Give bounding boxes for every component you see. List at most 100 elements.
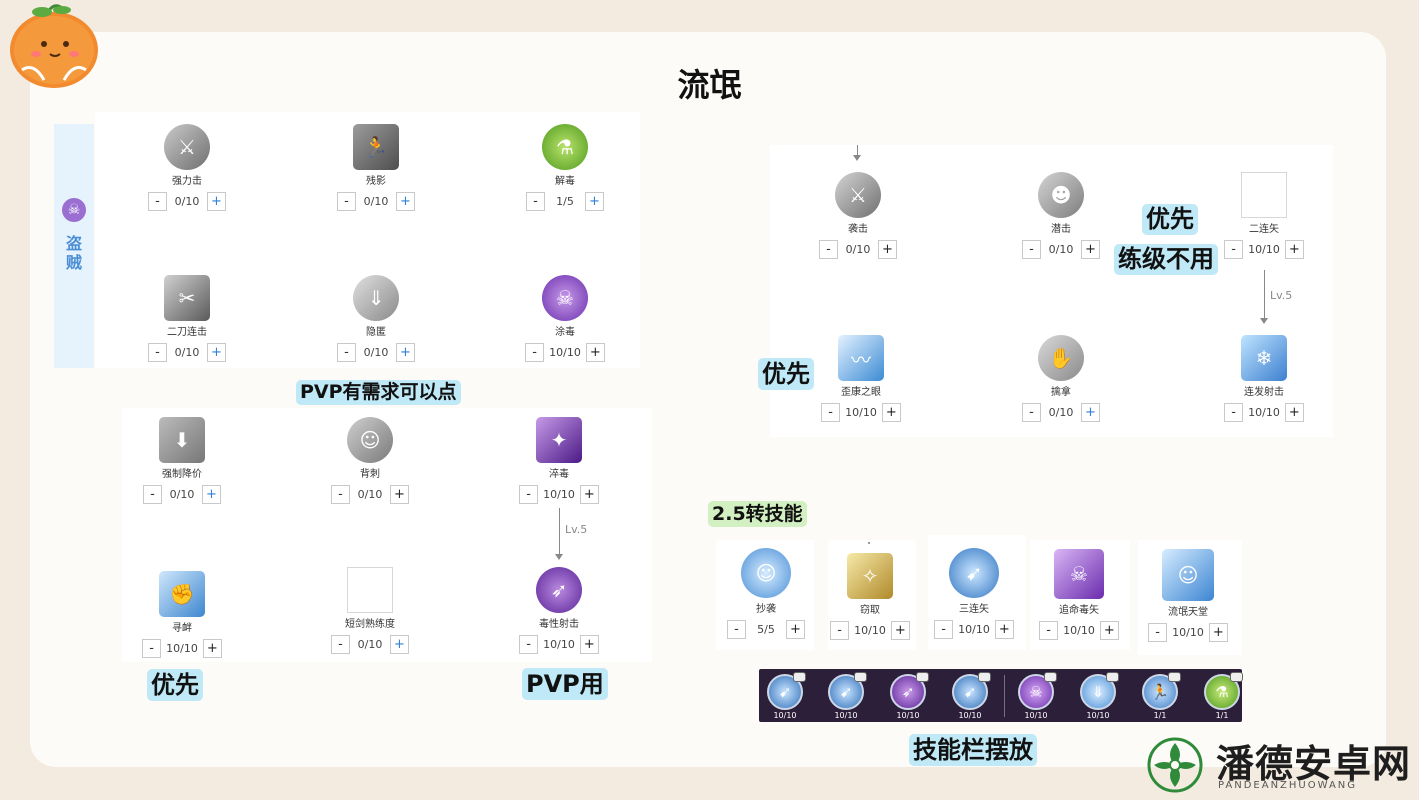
decrease-button[interactable]: - xyxy=(337,192,356,211)
poison-coat-icon[interactable]: ☠ xyxy=(542,275,588,321)
hotbar-slot[interactable]: ⇓ 10/10 xyxy=(1078,672,1119,720)
page-title: 流氓 xyxy=(677,66,742,104)
skill-name: 涂毒 xyxy=(555,327,575,338)
decrease-button[interactable]: - xyxy=(148,192,167,211)
skill-name: 抄袭 xyxy=(756,604,776,615)
steal-icon[interactable]: ✧ xyxy=(847,553,893,599)
increase-button[interactable]: + xyxy=(585,343,605,362)
skill-name: 解毒 xyxy=(555,176,575,187)
price-down-icon[interactable]: ⬇ xyxy=(159,417,205,463)
afterimage-icon[interactable]: 🏃 xyxy=(353,124,399,170)
decrease-button[interactable]: - xyxy=(143,485,162,504)
increase-button[interactable]: + xyxy=(994,620,1014,639)
stealth-icon[interactable]: ⇓ xyxy=(353,275,399,321)
increase-button[interactable]: + xyxy=(1208,623,1228,642)
double-blade-icon[interactable]: ✂ xyxy=(164,275,210,321)
increase-button[interactable]: + xyxy=(878,240,897,259)
decrease-button[interactable]: - xyxy=(519,635,539,654)
increase-button[interactable]: + xyxy=(1099,621,1119,640)
raid-icon[interactable]: ⚔ xyxy=(835,172,881,218)
decrease-button[interactable]: - xyxy=(331,635,350,654)
prerequisite-arrow xyxy=(1260,270,1268,324)
stealth-icon: ⇓ xyxy=(1080,672,1119,710)
hotbar-slot[interactable]: 🏃 1/1 xyxy=(1140,672,1181,720)
decrease-button[interactable]: - xyxy=(1224,240,1244,259)
skill-level-stepper: - 1/5 + xyxy=(505,192,625,211)
decrease-button[interactable]: - xyxy=(727,620,746,639)
decrease-button[interactable]: - xyxy=(526,192,545,211)
hotbar-slot[interactable]: ➶ 10/10 xyxy=(888,672,929,720)
hotbar-divider xyxy=(1004,675,1005,717)
skill-level-stepper: - 10/10 + xyxy=(499,635,619,654)
envenom-icon[interactable]: ✦ xyxy=(536,417,582,463)
decrease-button[interactable]: - xyxy=(819,240,838,259)
decrease-button[interactable]: - xyxy=(1022,240,1041,259)
sneak-attack-icon[interactable]: ☻ xyxy=(1038,172,1084,218)
toxic-shot-icon[interactable]: ➶ xyxy=(536,567,582,613)
eye-slash-icon[interactable]: 〰 xyxy=(838,335,884,381)
increase-button[interactable]: + xyxy=(579,635,599,654)
decrease-button[interactable]: - xyxy=(821,403,841,422)
capture-icon[interactable]: ✋ xyxy=(1038,335,1084,381)
increase-button[interactable]: + xyxy=(579,485,599,504)
decrease-button[interactable]: - xyxy=(1039,621,1059,640)
increase-button[interactable]: + xyxy=(390,485,409,504)
skill-level-stepper: - 10/10 + xyxy=(122,639,242,658)
decrease-button[interactable]: - xyxy=(519,485,539,504)
increase-button[interactable]: + xyxy=(1284,403,1304,422)
annotation-priority-left: 优先 xyxy=(147,669,203,701)
hotbar-slot[interactable]: ➹ 10/10 xyxy=(826,672,867,720)
plagiarize-icon[interactable]: ☺ xyxy=(741,548,791,598)
increase-button[interactable]: + xyxy=(390,635,409,654)
skill-level-value: 10/10 xyxy=(549,346,581,359)
triple-arrow-icon[interactable]: ➹ xyxy=(949,548,999,598)
rogue-heaven-icon[interactable]: ☺ xyxy=(1162,549,1214,601)
skill-level-stepper: - 0/10 + xyxy=(1001,403,1121,422)
provoke-icon[interactable]: ✊ xyxy=(159,571,205,617)
increase-button[interactable]: + xyxy=(1284,240,1304,259)
broken-image-icon[interactable] xyxy=(347,567,393,613)
increase-button[interactable]: + xyxy=(585,192,604,211)
decrease-button[interactable]: - xyxy=(337,343,356,362)
dagger-strike-icon[interactable]: ⚔ xyxy=(164,124,210,170)
decrease-button[interactable]: - xyxy=(148,343,167,362)
decrease-button[interactable]: - xyxy=(525,343,545,362)
skill-level-stepper: - 10/10 + xyxy=(1019,621,1139,640)
increase-button[interactable]: + xyxy=(1081,403,1100,422)
increase-button[interactable]: + xyxy=(1081,240,1100,259)
decrease-button[interactable]: - xyxy=(142,639,162,658)
skill-card: ☺ 抄袭 - 5/5 + xyxy=(706,548,826,639)
decrease-button[interactable]: - xyxy=(830,621,850,640)
increase-button[interactable]: + xyxy=(396,343,415,362)
hotbar-slot[interactable]: ☠ 10/10 xyxy=(1016,672,1057,720)
antidote-icon[interactable]: ⚗ xyxy=(542,124,588,170)
increase-button[interactable]: + xyxy=(202,639,222,658)
skill-level-value: 0/10 xyxy=(1048,243,1074,256)
increase-button[interactable]: + xyxy=(207,192,226,211)
broken-image-icon[interactable] xyxy=(1241,172,1287,218)
skill-name: 强制降价 xyxy=(162,469,202,480)
skill-level-stepper: - 10/10 + xyxy=(1204,240,1324,259)
skill-name: 追命毒矢 xyxy=(1059,605,1099,616)
increase-button[interactable]: + xyxy=(786,620,805,639)
increase-button[interactable]: + xyxy=(202,485,221,504)
backstab-icon[interactable]: ☺ xyxy=(347,417,393,463)
increase-button[interactable]: + xyxy=(890,621,910,640)
death-poison-arrow-icon[interactable]: ☠ xyxy=(1054,549,1104,599)
hotbar-slot[interactable]: ➹ 10/10 xyxy=(765,672,806,720)
hotbar-slot[interactable]: ➹ 10/10 xyxy=(950,672,991,720)
hotbar-slot[interactable]: ⚗ 1/1 xyxy=(1202,672,1243,720)
decrease-button[interactable]: - xyxy=(1022,403,1041,422)
skill-name: 袭击 xyxy=(848,224,868,235)
decrease-button[interactable]: - xyxy=(934,620,954,639)
increase-button[interactable]: + xyxy=(207,343,226,362)
class-side-tab[interactable]: ☠ 盗贼 xyxy=(54,124,94,368)
decrease-button[interactable]: - xyxy=(331,485,350,504)
slot-count: 10/10 xyxy=(958,711,982,720)
decrease-button[interactable]: - xyxy=(1224,403,1244,422)
slot-count: 1/1 xyxy=(1153,711,1167,720)
decrease-button[interactable]: - xyxy=(1148,623,1168,642)
increase-button[interactable]: + xyxy=(396,192,415,211)
increase-button[interactable]: + xyxy=(881,403,901,422)
rapid-fire-icon[interactable]: ❄ xyxy=(1241,335,1287,381)
